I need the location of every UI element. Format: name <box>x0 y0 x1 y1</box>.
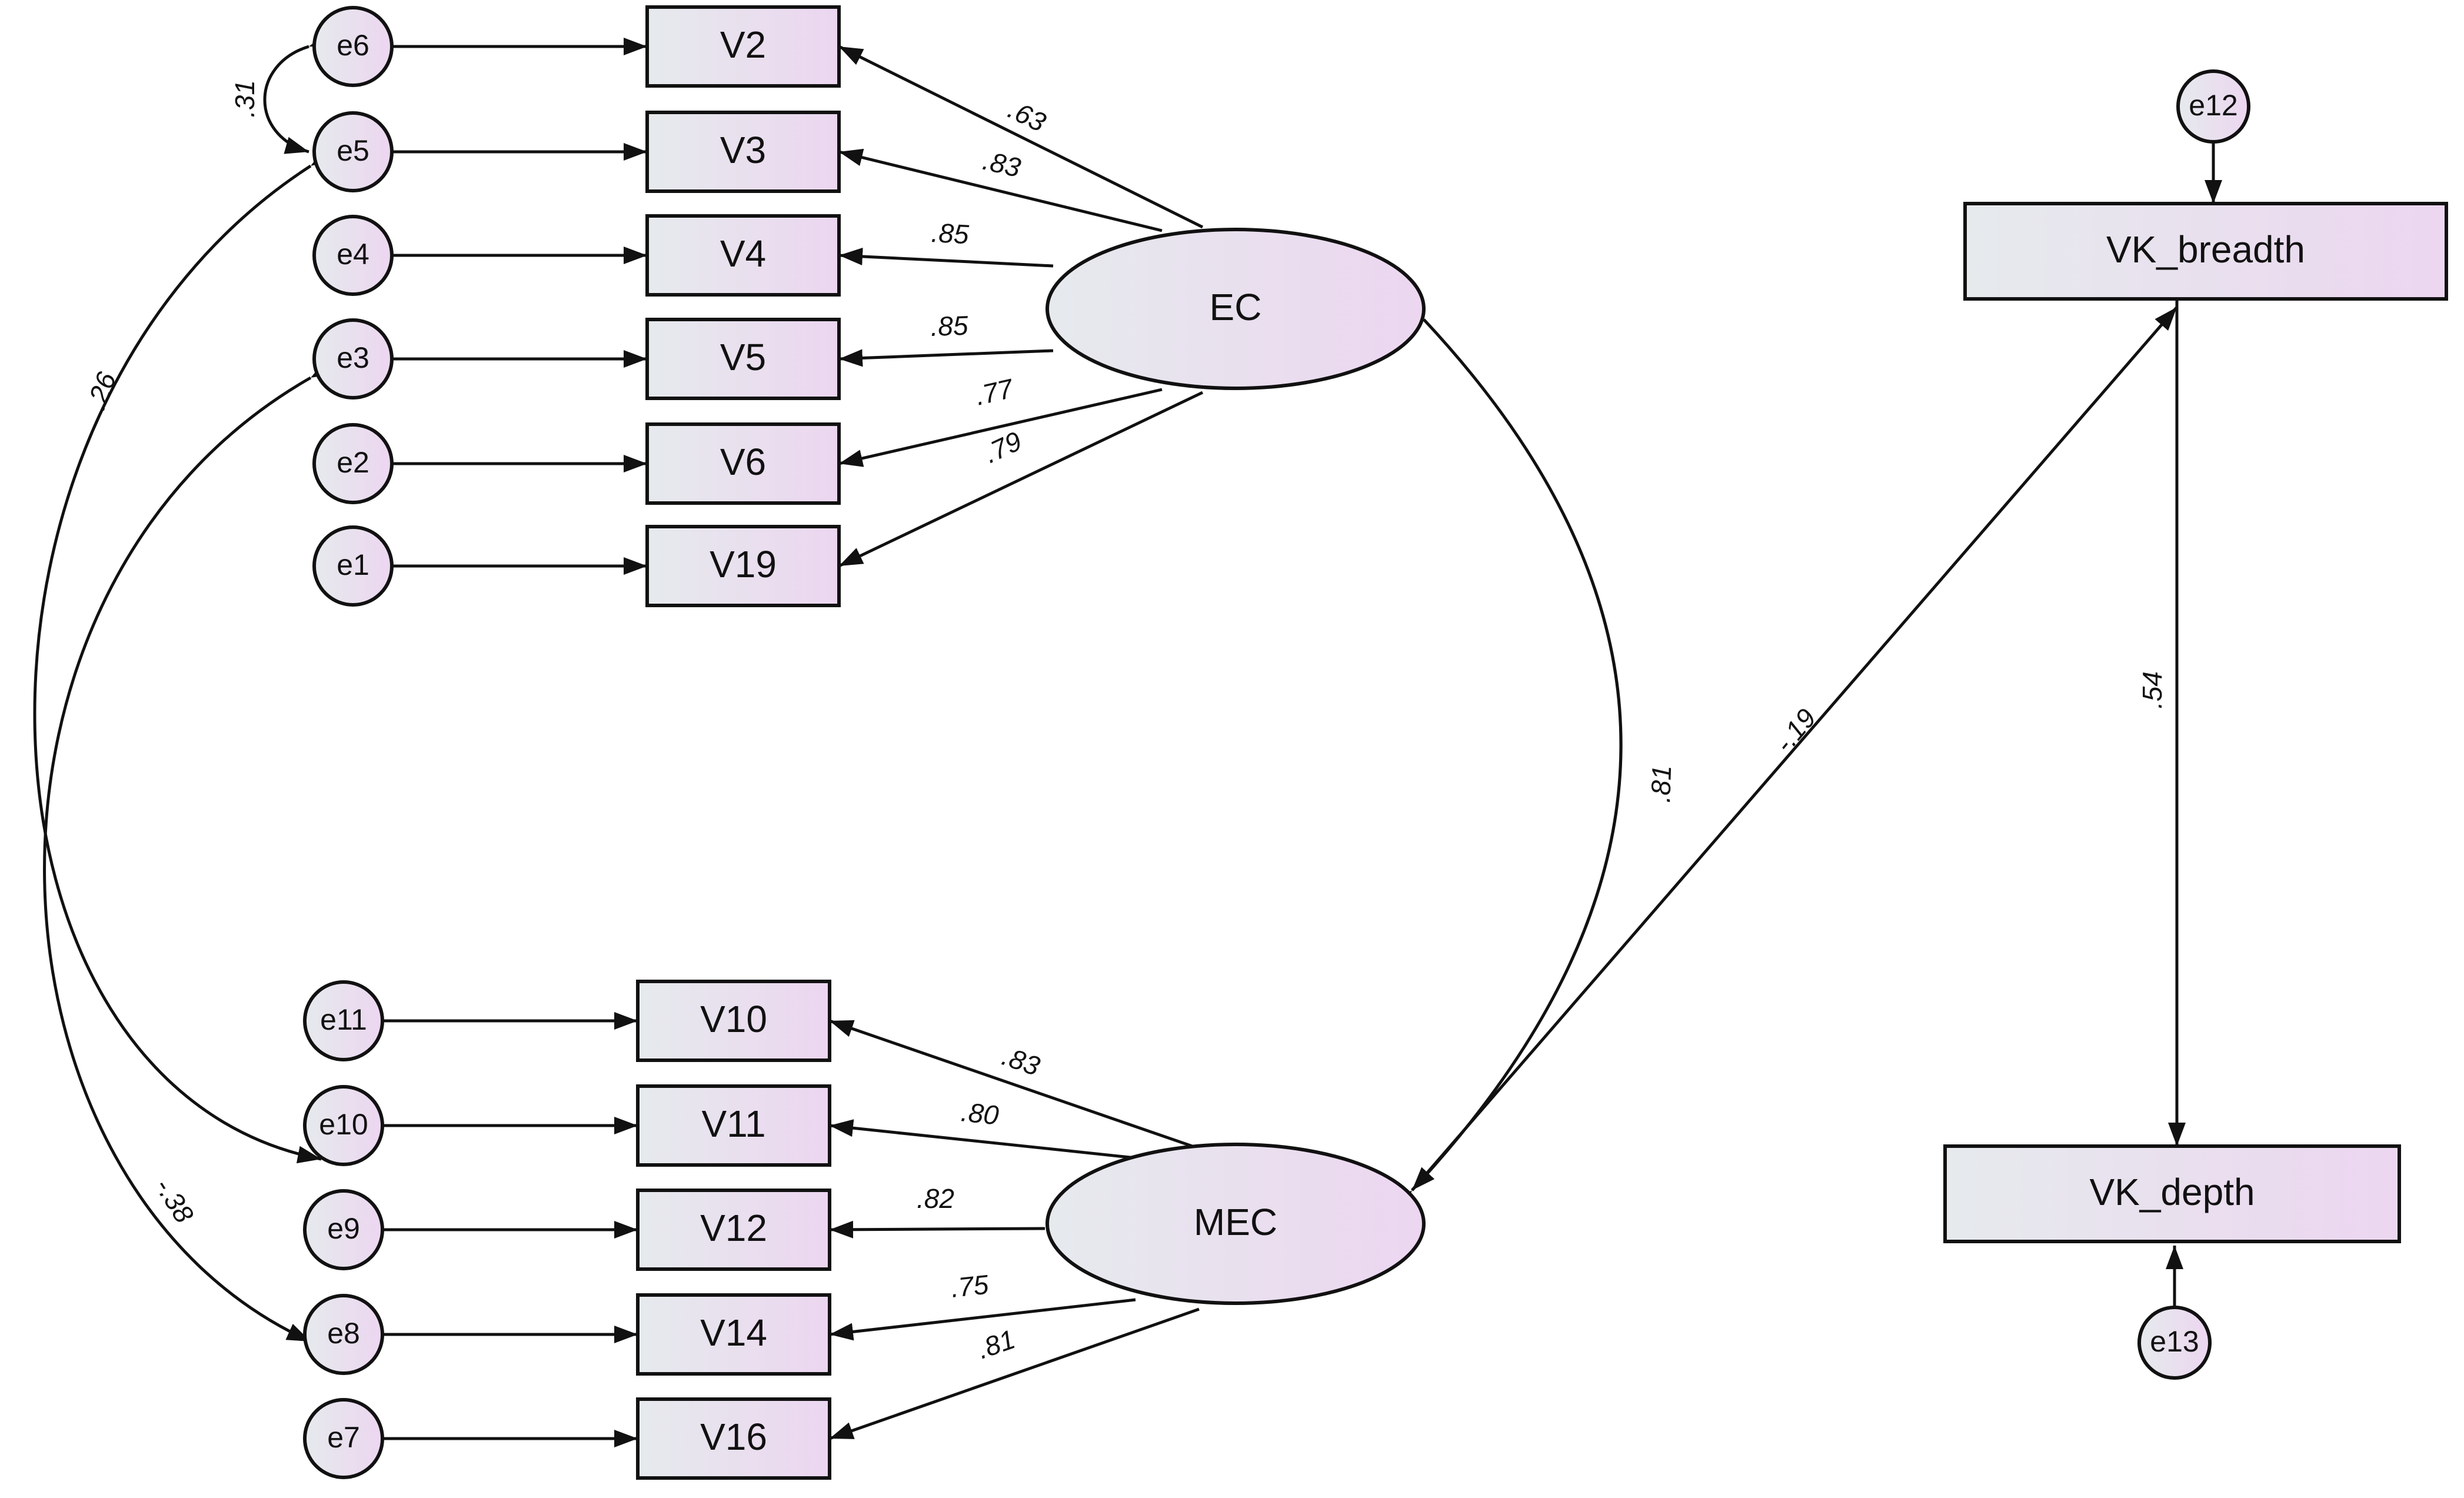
observed-v4-label: V4 <box>720 232 766 275</box>
error-e5[interactable]: e5 <box>312 111 394 192</box>
error-e4[interactable]: e4 <box>312 215 394 296</box>
coef-mec-v11: .80 <box>960 1096 1000 1130</box>
coef-mec-vk-breadth: -.19 <box>1769 703 1822 758</box>
coef-e6-e5: .31 <box>229 80 260 118</box>
observed-v14-label: V14 <box>700 1311 767 1354</box>
loading-paths <box>829 45 1204 1440</box>
observed-v6[interactable]: V6 <box>645 422 841 505</box>
error-e6[interactable]: e6 <box>312 6 394 87</box>
error-e11[interactable]: e11 <box>303 980 384 1061</box>
observed-vk-breadth[interactable]: VK_breadth <box>1963 202 2448 301</box>
error-e10[interactable]: e10 <box>303 1085 384 1166</box>
error-terms: e6 e5 e4 e3 e2 e1 e11 e10 <box>303 6 2250 1479</box>
observed-v10[interactable]: V10 <box>636 980 831 1062</box>
error-e9-label: e9 <box>327 1212 360 1245</box>
observed-v3-label: V3 <box>720 129 766 171</box>
error-e13[interactable]: e13 <box>2137 1306 2212 1380</box>
coef-ec-mec: .81 <box>1645 765 1677 804</box>
error-e12[interactable]: e12 <box>2176 69 2250 144</box>
path-mec-v16 <box>829 1307 1200 1440</box>
coef-ec-v6: .77 <box>973 372 1017 411</box>
error-paths <box>384 38 2222 1447</box>
coef-vk-breadth-vk-depth: .54 <box>2137 671 2167 709</box>
path-mec-v14 <box>829 1298 1136 1341</box>
latent-ec[interactable]: EC <box>1045 228 1426 390</box>
path-ec-v19 <box>838 391 1204 568</box>
error-e6-label: e6 <box>337 29 369 62</box>
error-e2-label: e2 <box>337 446 369 479</box>
observed-v5-label: V5 <box>720 336 766 378</box>
error-e3-label: e3 <box>337 341 369 374</box>
path-ec-v6 <box>838 388 1163 467</box>
coef-mec-v10: .83 <box>998 1040 1044 1081</box>
path-mec-v10 <box>829 1019 1200 1150</box>
coef-e5-e10: .26 <box>81 368 122 414</box>
coef-ec-v5: .85 <box>930 310 969 342</box>
error-e10-label: e10 <box>319 1108 368 1141</box>
coef-mec-v12: .82 <box>917 1183 954 1214</box>
observed-v19[interactable]: V19 <box>645 525 841 607</box>
path-mec-v11 <box>829 1119 1136 1160</box>
covariance-e5-e10 <box>33 145 335 1164</box>
observed-v4[interactable]: V4 <box>645 214 841 297</box>
observed-variables: V2 V3 V4 V5 V6 V19 V10 V11 <box>636 5 2448 1480</box>
coef-ec-v19: .79 <box>979 425 1026 469</box>
path-mec-vk-breadth <box>1390 306 2178 1214</box>
observed-v5[interactable]: V5 <box>645 318 841 400</box>
error-e1-label: e1 <box>337 548 369 581</box>
observed-v16-label: V16 <box>700 1416 767 1458</box>
observed-v3[interactable]: V3 <box>645 111 841 193</box>
coef-mec-v16: .81 <box>973 1323 1018 1364</box>
observed-v12-label: V12 <box>700 1207 767 1249</box>
observed-v12[interactable]: V12 <box>636 1189 831 1271</box>
path-ec-v2 <box>838 45 1204 229</box>
covariance-e6-e5 <box>263 31 334 154</box>
observed-v16[interactable]: V16 <box>636 1397 831 1480</box>
error-e2[interactable]: e2 <box>312 423 394 504</box>
observed-v10-label: V10 <box>700 998 767 1040</box>
error-e4-label: e4 <box>337 238 369 271</box>
covariance-e3-e8 <box>43 358 336 1343</box>
error-e7-label: e7 <box>327 1421 360 1454</box>
error-e1[interactable]: e1 <box>312 525 394 607</box>
coef-ec-v4: .85 <box>930 217 970 249</box>
error-e3[interactable]: e3 <box>312 318 394 400</box>
covariance-ec-mec <box>1401 296 1623 1191</box>
observed-vk-depth-label: VK_depth <box>2089 1171 2255 1213</box>
error-e13-label: e13 <box>2150 1325 2199 1358</box>
error-e5-label: e5 <box>337 134 369 167</box>
observed-vk-breadth-label: VK_breadth <box>2106 228 2305 271</box>
observed-v6-label: V6 <box>720 441 766 483</box>
error-e7[interactable]: e7 <box>303 1398 384 1479</box>
coef-mec-v14: .75 <box>950 1269 990 1303</box>
observed-vk-depth[interactable]: VK_depth <box>1943 1144 2401 1243</box>
observed-v2-label: V2 <box>720 24 766 66</box>
path-mec-v12 <box>829 1220 1045 1239</box>
path-ec-v4 <box>838 247 1054 268</box>
latent-mec-label: MEC <box>1194 1201 1277 1243</box>
error-e11-label: e11 <box>320 1003 367 1036</box>
coef-ec-v3: .83 <box>980 145 1024 183</box>
observed-v11-label: V11 <box>701 1103 765 1145</box>
observed-v14[interactable]: V14 <box>636 1293 831 1376</box>
error-e8[interactable]: e8 <box>303 1294 384 1375</box>
observed-v2[interactable]: V2 <box>645 5 841 88</box>
latent-mec[interactable]: MEC <box>1045 1143 1426 1305</box>
observed-v19-label: V19 <box>710 543 777 585</box>
error-e9[interactable]: e9 <box>303 1189 384 1270</box>
observed-v11[interactable]: V11 <box>636 1084 831 1167</box>
path-ec-v3 <box>838 148 1163 232</box>
structural-paths <box>33 31 2186 1343</box>
latent-ec-label: EC <box>1210 286 1262 328</box>
path-ec-v5 <box>838 349 1054 367</box>
latent-variables: EC MEC <box>1045 228 1426 1305</box>
error-e8-label: e8 <box>327 1317 360 1350</box>
error-e12-label: e12 <box>2189 89 2237 122</box>
